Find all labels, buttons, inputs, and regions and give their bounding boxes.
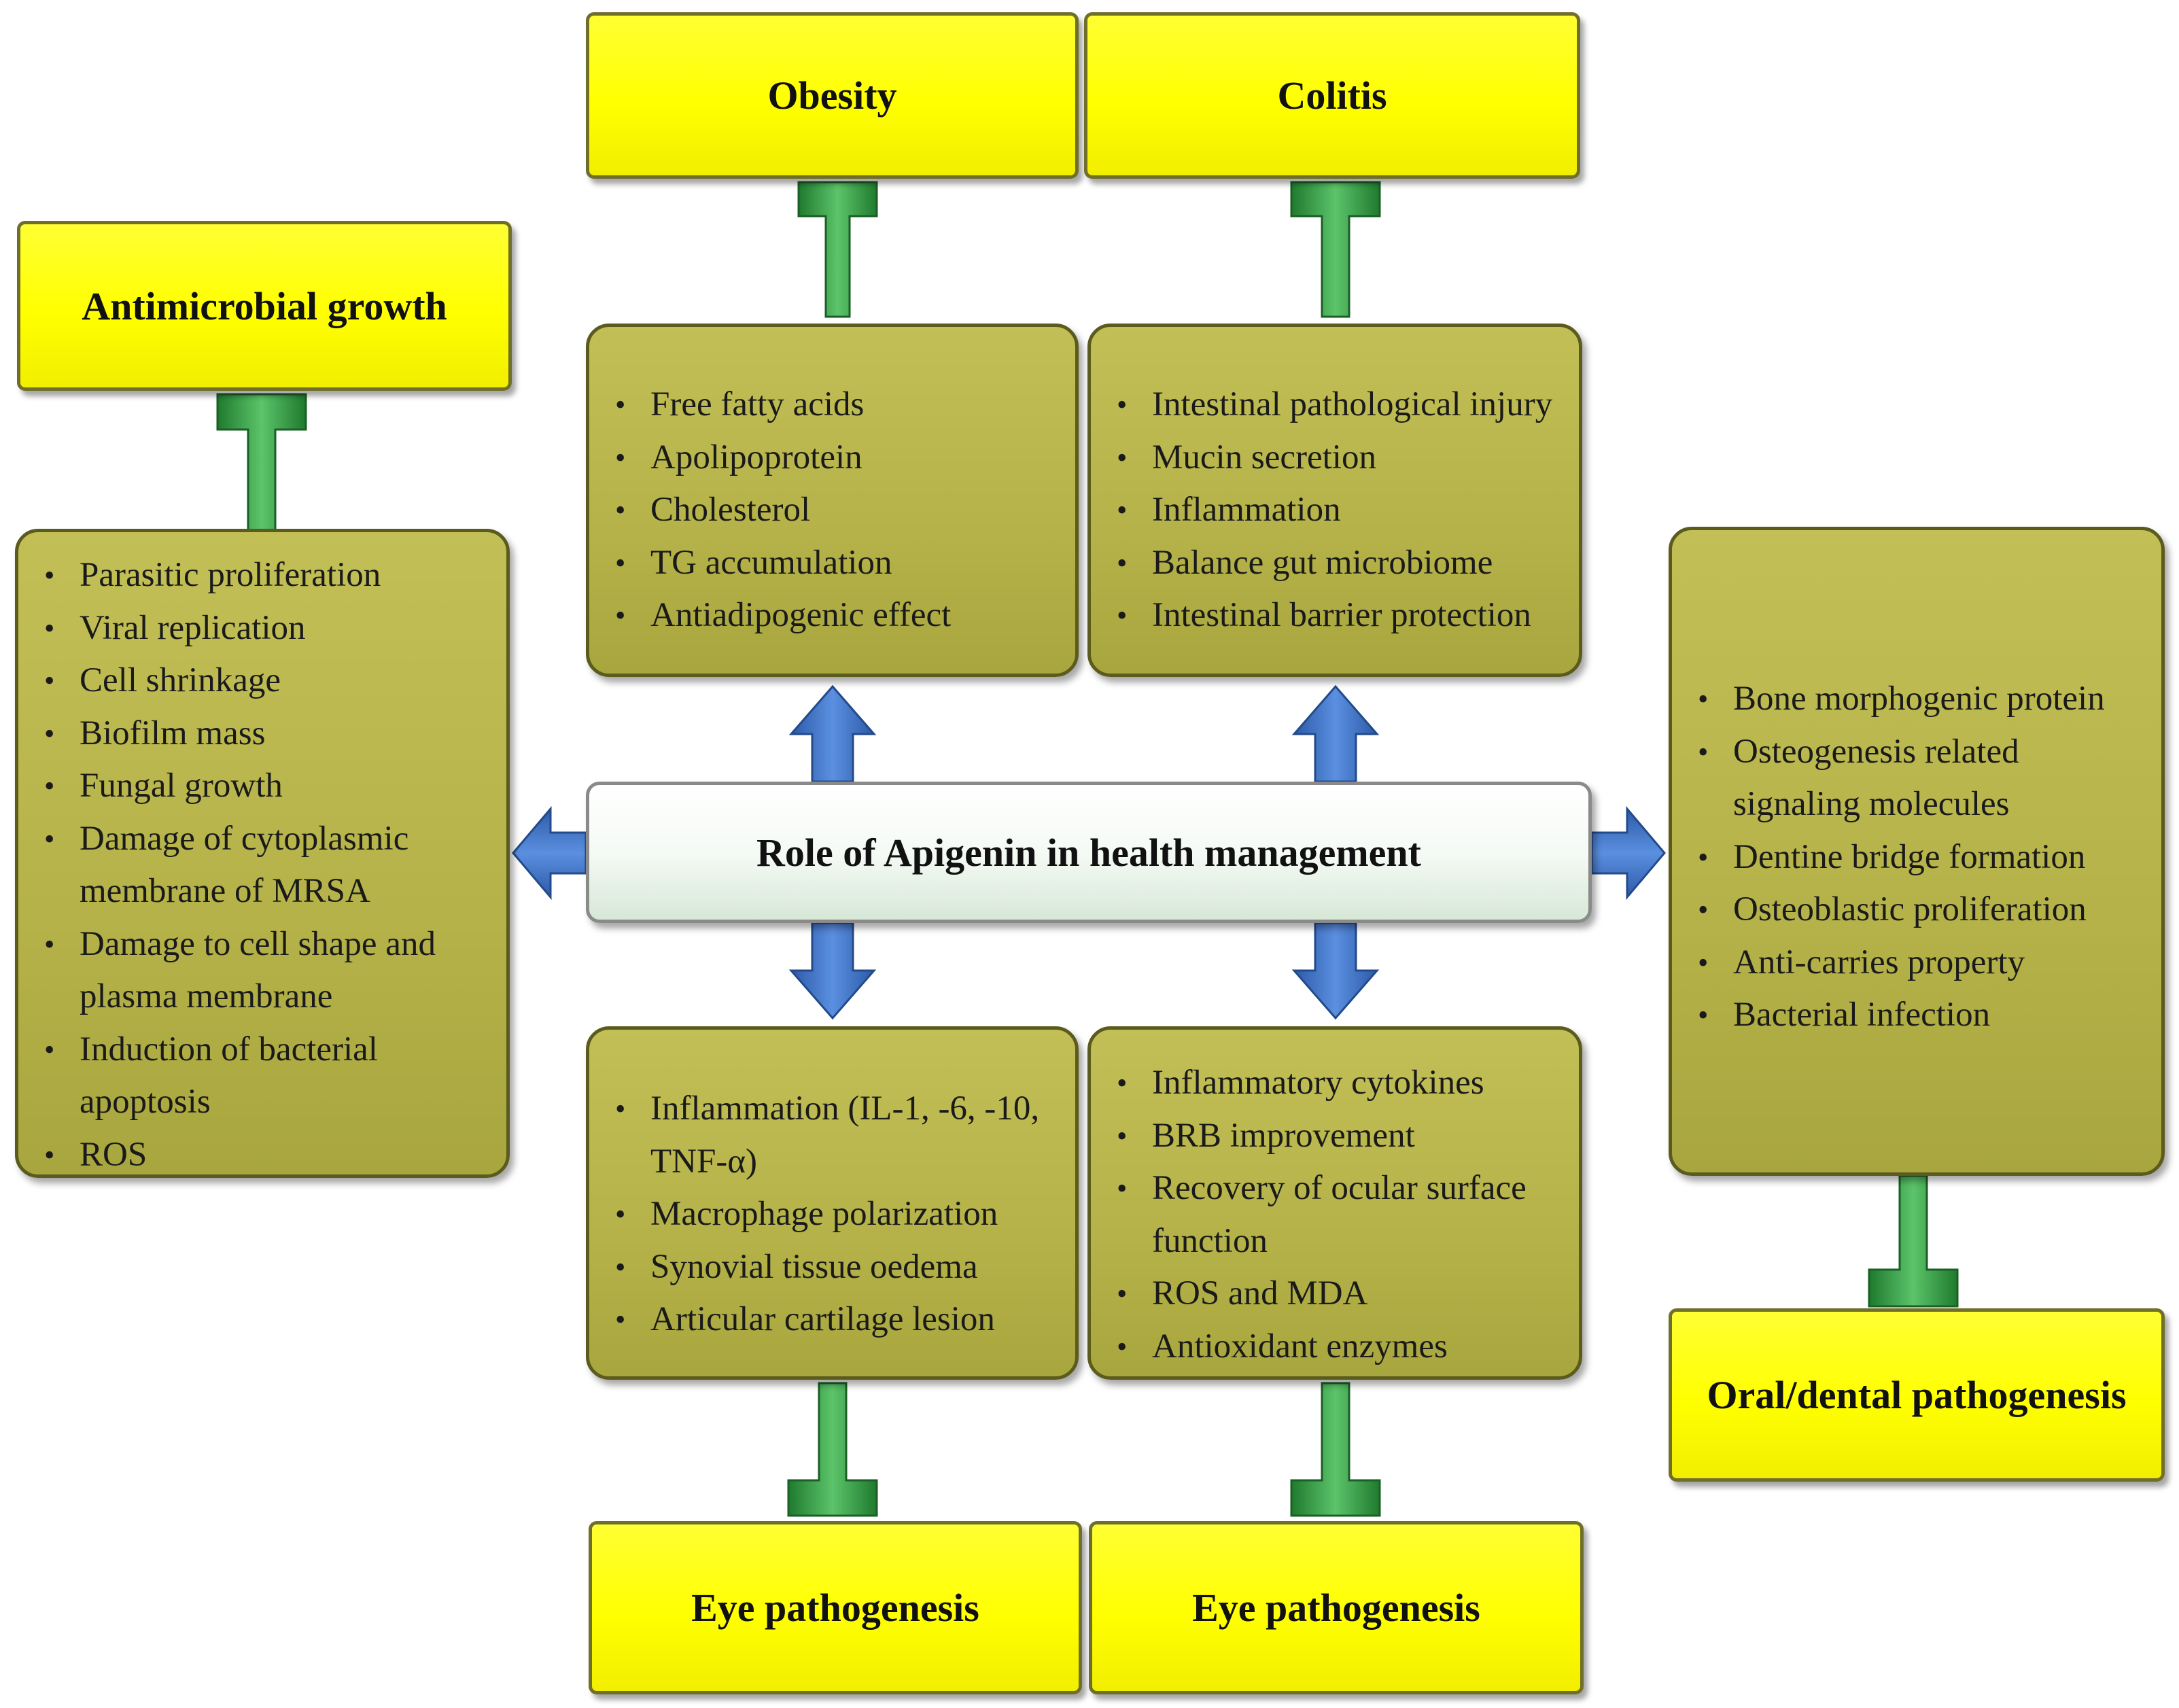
list-item: Macrophage polarization xyxy=(615,1188,1055,1241)
list-item: Antioxidant enzymes xyxy=(1117,1321,1545,1374)
list-item: Viral replication xyxy=(44,602,506,655)
arrow-up-colitis xyxy=(1291,684,1380,783)
list-item: Inflammation xyxy=(1117,484,1579,537)
list-item: Damage of cytoplasmic membrane of MRSA xyxy=(44,813,506,918)
list-item: Free fatty acids xyxy=(615,379,1075,432)
list-item: Bone morphogenic protein xyxy=(1698,673,2148,726)
arrow-up-obesity xyxy=(788,684,877,783)
list-item: Dentine bridge formation xyxy=(1698,831,2148,884)
list-item: Cholesterol xyxy=(615,484,1075,537)
center-title: Role of Apigenin in health management xyxy=(756,830,1421,875)
outcome-eye-left: Eye pathogenesis xyxy=(589,1521,1082,1694)
effects-colitis: Intestinal pathological injury Mucin sec… xyxy=(1087,324,1582,677)
list-item: Cell shrinkage xyxy=(44,655,506,708)
effects-obesity: Free fatty acids Apolipoprotein Choleste… xyxy=(586,324,1079,677)
list-item: Parasitic proliferation xyxy=(44,549,506,602)
list-item: Intestinal pathological injury xyxy=(1117,379,1579,432)
list-item: Anti-carries property xyxy=(1698,937,2148,990)
effects-colitis-list: Intestinal pathological injury Mucin sec… xyxy=(1091,379,1579,642)
effects-eye-left: Inflammation (IL-1, -6, -10, TNF-α) Macr… xyxy=(586,1026,1079,1380)
list-item: Synovial tissue oedema xyxy=(615,1241,1055,1294)
effects-eye-right: Inflammatory cytokines BRB improvement R… xyxy=(1087,1026,1582,1380)
list-item: Intestinal barrier protection xyxy=(1117,589,1579,642)
outcome-obesity: Obesity xyxy=(586,12,1079,179)
list-item: Recovery of ocular surface function xyxy=(1117,1162,1545,1268)
inhibit-colitis xyxy=(1290,181,1381,318)
effects-antimicrobial: Parasitic proliferation Viral replicatio… xyxy=(15,529,510,1181)
inhibit-oral xyxy=(1868,1174,1959,1308)
outcome-eye-left-label: Eye pathogenesis xyxy=(691,1586,979,1630)
list-item: Inflammation (IL-1, -6, -10, TNF-α) xyxy=(615,1083,1055,1188)
arrow-right-oral xyxy=(1590,805,1666,901)
list-item: Fungal growth xyxy=(44,760,506,813)
arrow-down-eye-right xyxy=(1291,922,1380,1020)
outcome-antimicrobial-growth: Antimicrobial growth xyxy=(17,221,512,391)
list-item: Osteoblastic proliferation xyxy=(1698,884,2148,937)
list-item: Damage to cell shape and plasma membrane xyxy=(44,918,506,1024)
inhibit-obesity xyxy=(797,181,878,318)
outcome-eye-right: Eye pathogenesis xyxy=(1089,1521,1584,1694)
outcome-colitis: Colitis xyxy=(1084,12,1580,179)
list-item: TG accumulation xyxy=(615,537,1075,590)
arrow-left-antimicrobial xyxy=(512,805,587,901)
effects-oral-list: Bone morphogenic protein Osteogenesis re… xyxy=(1672,673,2161,1042)
effects-oral-dental: Bone morphogenic protein Osteogenesis re… xyxy=(1669,527,2165,1176)
outcome-colitis-label: Colitis xyxy=(1277,73,1387,118)
center-node: Role of Apigenin in health management xyxy=(586,782,1592,923)
outcome-oral-label: Oral/dental pathogenesis xyxy=(1707,1373,2127,1417)
list-item: Mucin secretion xyxy=(1117,432,1579,485)
list-item: Induction of bacterial apoptosis xyxy=(44,1024,506,1129)
outcome-oral-dental: Oral/dental pathogenesis xyxy=(1669,1308,2165,1482)
effects-antimicrobial-list: Parasitic proliferation Viral replicatio… xyxy=(18,549,506,1181)
list-item: BRB improvement xyxy=(1117,1110,1545,1163)
list-item: Balance gut microbiome xyxy=(1117,537,1579,590)
inhibit-eye-left xyxy=(787,1382,878,1517)
list-item: Articular cartilage lesion xyxy=(615,1293,1055,1346)
inhibit-antimicrobial xyxy=(216,393,307,531)
inhibit-eye-right xyxy=(1290,1382,1381,1517)
arrow-down-eye-left xyxy=(788,922,877,1020)
outcome-eye-right-label: Eye pathogenesis xyxy=(1192,1586,1480,1630)
effects-eye-left-list: Inflammation (IL-1, -6, -10, TNF-α) Macr… xyxy=(589,1083,1075,1346)
list-item: Bacterial infection xyxy=(1698,989,2148,1042)
list-item: ROS xyxy=(44,1129,506,1182)
effects-obesity-list: Free fatty acids Apolipoprotein Choleste… xyxy=(589,379,1075,642)
list-item: Antiadipogenic effect xyxy=(615,589,1075,642)
outcome-antimicrobial-label: Antimicrobial growth xyxy=(82,283,447,328)
list-item: Inflammatory cytokines xyxy=(1117,1057,1545,1110)
effects-eye-right-list: Inflammatory cytokines BRB improvement R… xyxy=(1091,1057,1579,1373)
list-item: ROS and MDA xyxy=(1117,1268,1545,1321)
list-item: Osteogenesis related signaling molecules xyxy=(1698,726,2148,831)
list-item: Biofilm mass xyxy=(44,708,506,761)
list-item: Apolipoprotein xyxy=(615,432,1075,485)
outcome-obesity-label: Obesity xyxy=(767,73,897,118)
